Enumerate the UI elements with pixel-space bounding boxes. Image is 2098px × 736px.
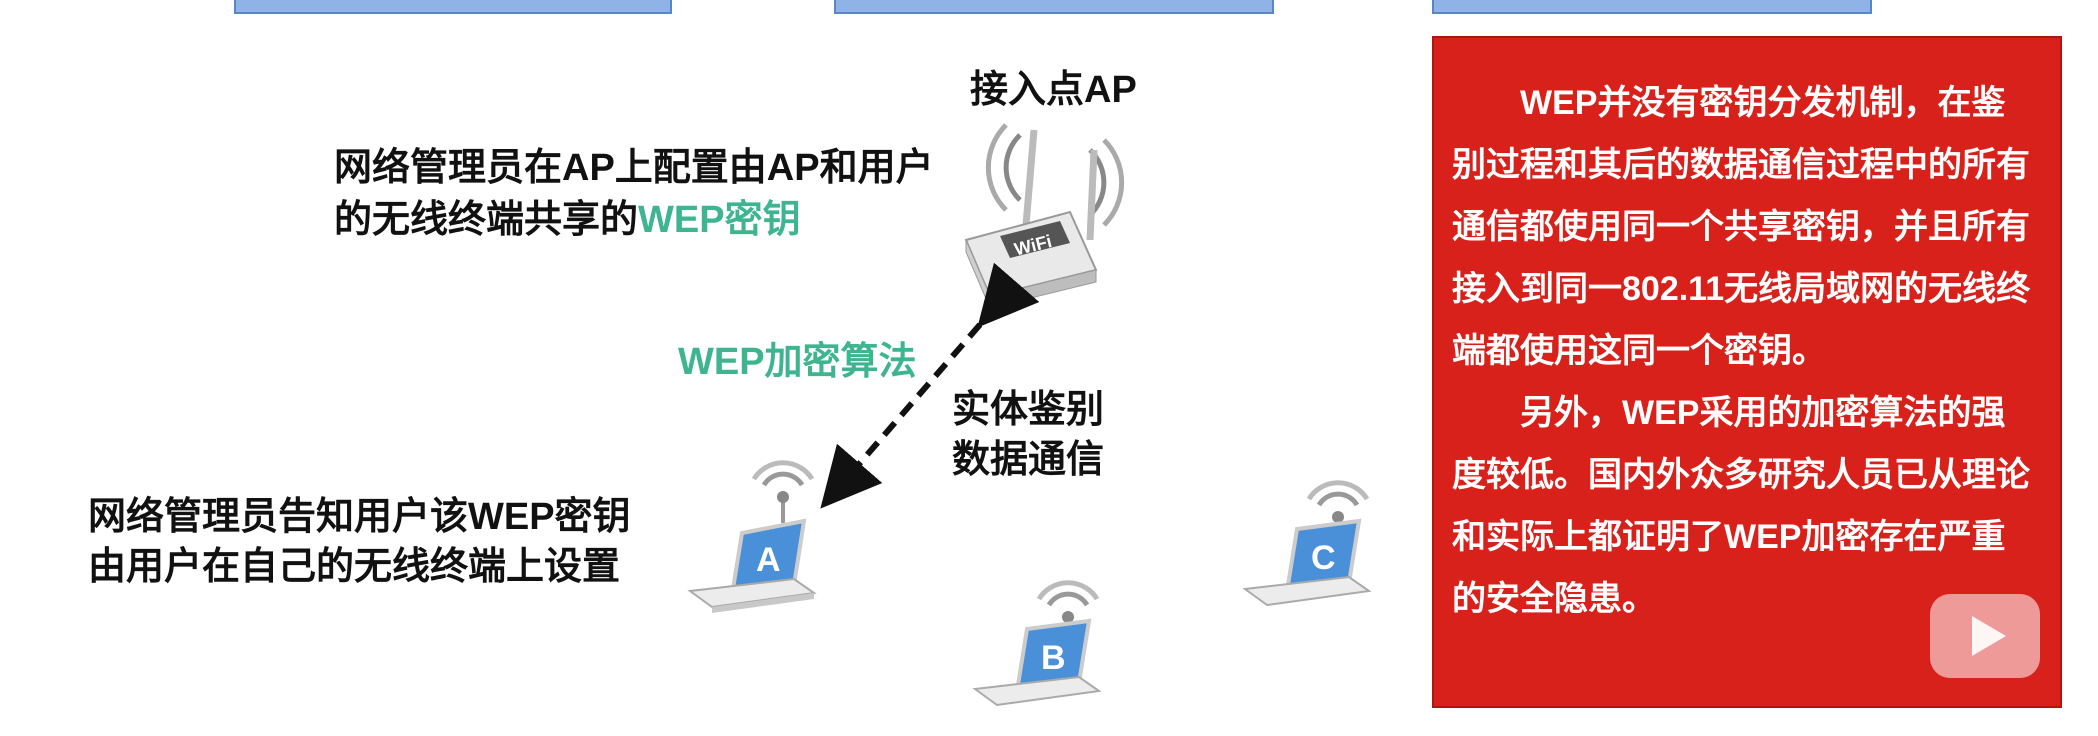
laptop-a-icon: A	[687, 460, 817, 613]
laptop-b-letter: B	[1041, 639, 1066, 677]
admin-tell-line2: 由用户在自己的无线终端上设置	[88, 546, 621, 588]
admin-config-line1: 网络管理员在AP上配置由AP和用户	[334, 147, 934, 189]
access-point-label: 接入点AP	[970, 69, 1137, 111]
admin-config-line2-prefix: 的无线终端共享的	[334, 199, 639, 241]
wep-link-arrow	[820, 262, 1040, 509]
laptop-b-icon: B	[972, 580, 1102, 707]
entity-auth-text: 实体鉴别	[952, 389, 1105, 431]
laptop-c-icon: C	[1242, 480, 1372, 607]
play-button[interactable]	[1930, 594, 2040, 678]
laptop-c-letter: C	[1311, 539, 1336, 577]
explanation-paragraph-1: WEP并没有密钥分发机制，在鉴别过程和其后的数据通信过程中的所有通信都使用同一个…	[1452, 84, 2031, 370]
wep-algorithm-label: WEP加密算法	[678, 341, 917, 383]
wep-key-highlight: WEP密钥	[638, 199, 801, 241]
admin-config-text: 网络管理员在AP上配置由AP和用户 的无线终端共享的WEP密钥	[334, 142, 934, 246]
top-bar-middle	[834, 0, 1274, 14]
admin-tell-line1: 网络管理员告知用户该WEP密钥	[88, 496, 631, 538]
data-comm-text: 数据通信	[952, 439, 1105, 481]
top-bar-left	[234, 0, 672, 14]
laptop-a-letter: A	[756, 541, 781, 579]
admin-config-line2: 的无线终端共享的WEP密钥	[334, 194, 934, 246]
explanation-paragraph-2: 另外，WEP采用的加密算法的强度较低。国内外众多研究人员已从理论和实际上都证明了…	[1452, 394, 2030, 618]
admin-tell-text: 网络管理员告知用户该WEP密钥 由用户在自己的无线终端上设置	[88, 492, 631, 592]
top-bar-right	[1432, 0, 1872, 14]
link-purpose-label: 实体鉴别 数据通信	[952, 385, 1104, 485]
wireless-router-icon: WiFi	[964, 123, 1125, 309]
